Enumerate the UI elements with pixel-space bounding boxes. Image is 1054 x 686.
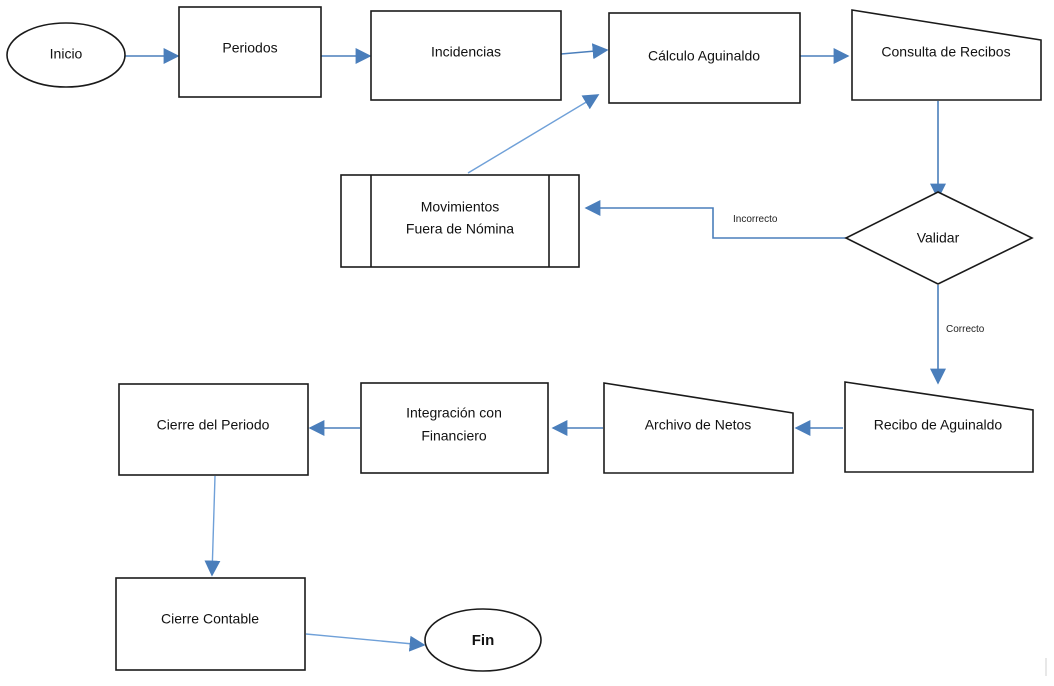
node-validar[interactable]: Validar [844, 191, 1034, 285]
node-inicio[interactable]: Inicio [6, 22, 126, 88]
node-calculo-aguinaldo[interactable]: Cálculo Aguinaldo [608, 12, 801, 104]
edge-cierre-contable-fin [305, 633, 426, 652]
node-label-line-1: Integración con [406, 405, 502, 421]
node-cierre-periodo[interactable]: Cierre del Periodo [118, 383, 309, 476]
decision-shape [844, 191, 1034, 285]
node-label: Consulta de Recibos [881, 44, 1010, 60]
node-label: Validar [917, 230, 960, 246]
edge-cierre-periodo-cierre-contable [204, 475, 221, 577]
node-label-line-2: Fuera de Nómina [406, 221, 514, 237]
node-consulta-recibos[interactable]: Consulta de Recibos [851, 9, 1042, 101]
process-shape [370, 10, 562, 101]
manual-input-shape [851, 9, 1042, 101]
node-movimientos[interactable]: Movimientos Fuera de Nómina [340, 174, 580, 268]
node-label: Periodos [222, 40, 277, 56]
manual-input-shape [603, 382, 794, 474]
node-fin[interactable]: Fin [424, 608, 542, 672]
node-archivo-netos[interactable]: Archivo de Netos [603, 382, 794, 474]
node-label: Inicio [50, 46, 83, 62]
edge-movimientos-calculo [467, 94, 600, 174]
process-shape [118, 383, 309, 476]
terminator-shape [6, 22, 126, 88]
node-label: Recibo de Aguinaldo [874, 417, 1003, 433]
process-shape [178, 6, 322, 98]
process-shape [608, 12, 801, 104]
terminator-shape [424, 608, 542, 672]
node-label: Cierre Contable [161, 611, 259, 627]
edge-validar-movimientos [584, 200, 846, 239]
node-label: Cálculo Aguinaldo [648, 48, 760, 64]
process-shape [115, 577, 306, 671]
node-periodos[interactable]: Periodos [178, 6, 322, 98]
edge-incidencias-calculo [560, 43, 609, 60]
edge-label-incorrecto: Incorrecto [733, 214, 778, 225]
edge-label-correcto: Correcto [946, 324, 985, 335]
node-label: Cierre del Periodo [157, 417, 270, 433]
manual-input-shape [844, 381, 1034, 473]
node-recibo-aguinaldo[interactable]: Recibo de Aguinaldo [844, 381, 1034, 473]
node-label: Incidencias [431, 44, 501, 60]
node-label: Fin [472, 632, 495, 649]
node-integracion-financiero[interactable]: Integración con Financiero [360, 382, 549, 474]
node-label-line-2: Financiero [421, 428, 487, 444]
node-label-line-1: Movimientos [421, 199, 500, 215]
node-cierre-contable[interactable]: Cierre Contable [115, 577, 306, 671]
node-incidencias[interactable]: Incidencias [370, 10, 562, 101]
predefined-process-shape [340, 174, 580, 268]
connectors [125, 43, 946, 652]
node-label: Archivo de Netos [645, 417, 752, 433]
process-shape [360, 382, 549, 474]
